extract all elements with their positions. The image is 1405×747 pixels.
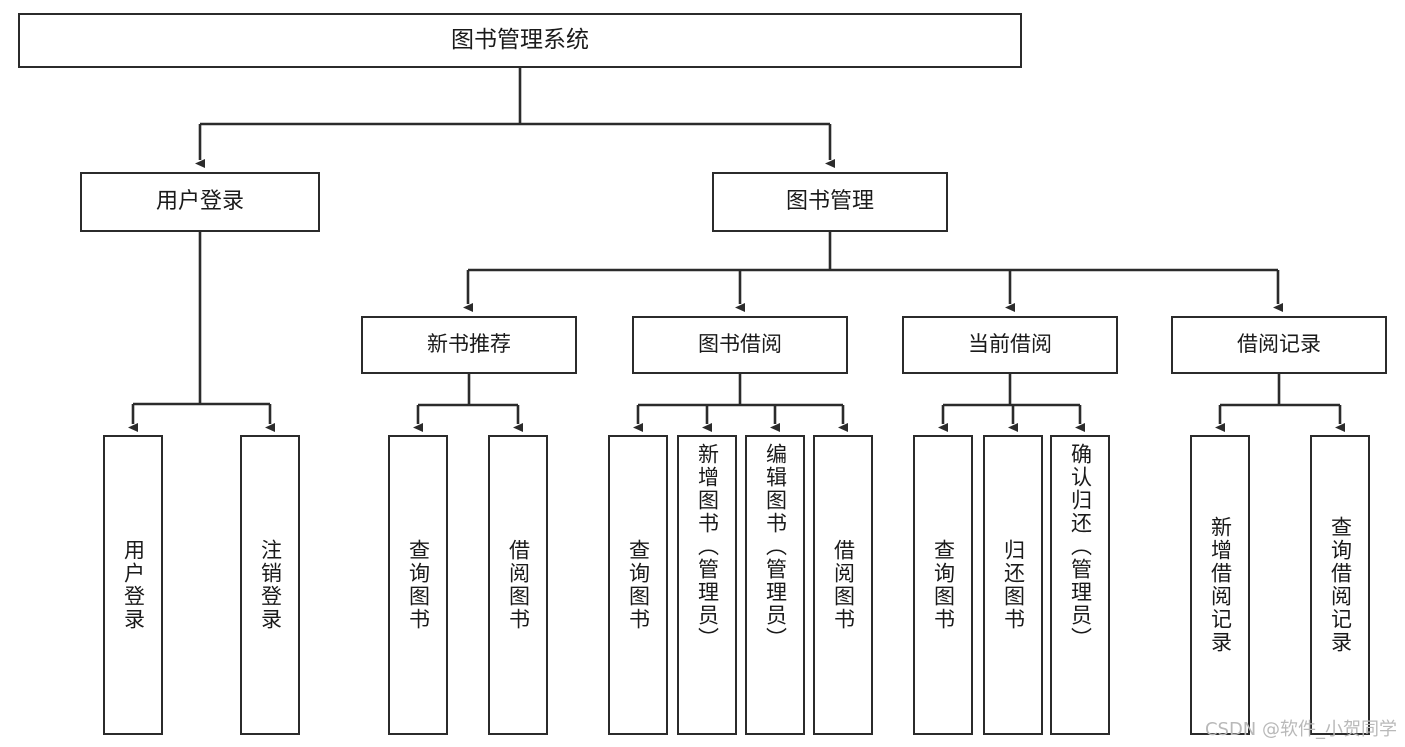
node-label: 注销登录 <box>258 539 283 631</box>
node-label: 借阅记录 <box>1237 332 1321 357</box>
node-label: 新增图书（管理员） <box>695 443 720 650</box>
leaf-query-books-new[interactable]: 查询图书 <box>388 435 448 735</box>
node-label: 图书管理系统 <box>451 26 589 53</box>
node-root-system[interactable]: 图书管理系统 <box>18 13 1022 68</box>
node-label: 新书推荐 <box>427 332 511 357</box>
node-book-management[interactable]: 图书管理 <box>712 172 948 232</box>
node-label: 确认归还（管理员） <box>1068 443 1093 650</box>
node-label: 图书借阅 <box>698 332 782 357</box>
leaf-borrow-books-new[interactable]: 借阅图书 <box>488 435 548 735</box>
node-label: 新增借阅记录 <box>1208 516 1233 654</box>
node-borrow-records[interactable]: 借阅记录 <box>1171 316 1387 374</box>
node-label: 用户登录 <box>155 188 244 214</box>
node-new-book-recommend[interactable]: 新书推荐 <box>361 316 577 374</box>
node-label: 查询借阅记录 <box>1328 516 1353 654</box>
leaf-query-books-borrow[interactable]: 查询图书 <box>608 435 668 735</box>
leaf-user-login[interactable]: 用户登录 <box>103 435 163 735</box>
leaf-user-logout[interactable]: 注销登录 <box>240 435 300 735</box>
leaf-add-borrow-record[interactable]: 新增借阅记录 <box>1190 435 1250 735</box>
leaf-return-books[interactable]: 归还图书 <box>983 435 1043 735</box>
leaf-confirm-return-admin[interactable]: 确认归还（管理员） <box>1050 435 1110 735</box>
node-label: 查询图书 <box>626 539 651 631</box>
node-current-borrow[interactable]: 当前借阅 <box>902 316 1118 374</box>
node-label: 查询图书 <box>406 539 431 631</box>
node-label: 当前借阅 <box>968 332 1052 357</box>
node-label: 借阅图书 <box>506 539 531 631</box>
node-label: 图书管理 <box>785 188 874 214</box>
leaf-add-book-admin[interactable]: 新增图书（管理员） <box>677 435 737 735</box>
leaf-edit-book-admin[interactable]: 编辑图书（管理员） <box>745 435 805 735</box>
leaf-borrow-books[interactable]: 借阅图书 <box>813 435 873 735</box>
leaf-query-books-current[interactable]: 查询图书 <box>913 435 973 735</box>
node-book-borrow[interactable]: 图书借阅 <box>632 316 848 374</box>
node-label: 查询图书 <box>931 539 956 631</box>
leaf-query-borrow-record[interactable]: 查询借阅记录 <box>1310 435 1370 735</box>
node-label: 归还图书 <box>1001 539 1026 631</box>
node-label: 用户登录 <box>121 539 146 631</box>
node-label: 编辑图书（管理员） <box>763 443 788 650</box>
node-user-login[interactable]: 用户登录 <box>80 172 320 232</box>
node-label: 借阅图书 <box>831 539 856 631</box>
